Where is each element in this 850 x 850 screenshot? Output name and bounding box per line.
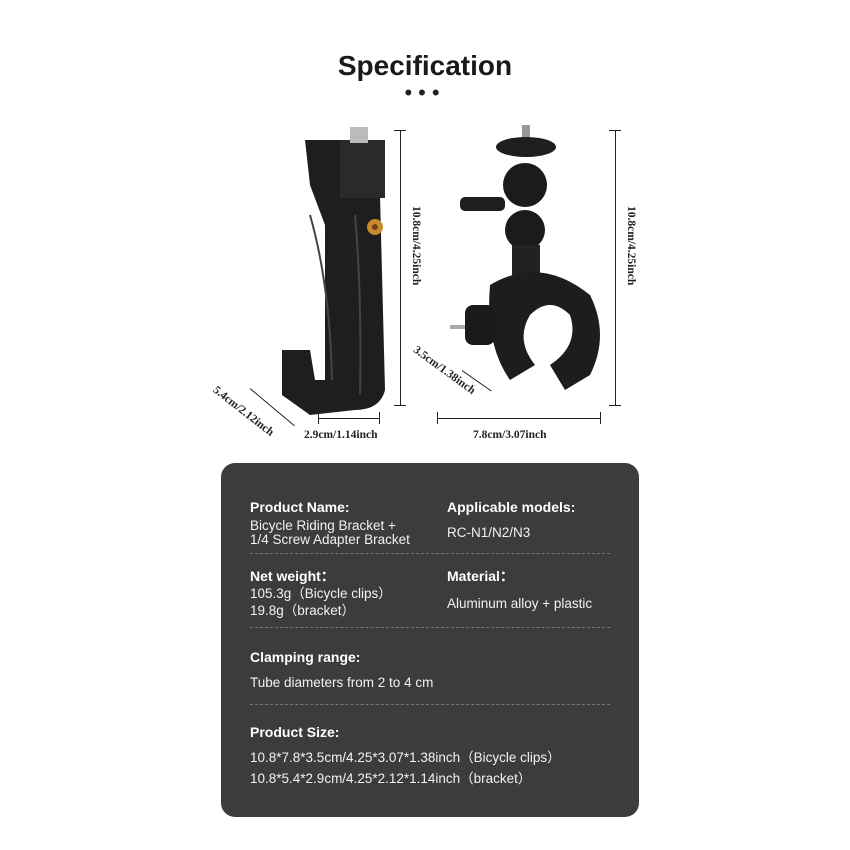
material-label: Material： xyxy=(447,568,514,584)
net-weight-line-2: 19.8g（bracket） xyxy=(250,603,356,618)
divider xyxy=(250,553,610,554)
clamping-range-value: Tube diameters from 2 to 4 cm xyxy=(250,675,434,690)
bracket-height-label: 10.8cm/4.25inch xyxy=(410,206,422,286)
bicycle-clip-image xyxy=(450,125,600,390)
bracket-depth-label: 5.4cm/2.12inch xyxy=(210,384,276,439)
divider xyxy=(250,704,610,705)
product-size-line-1: 10.8*7.8*3.5cm/4.25*3.07*1.38inch（Bicycl… xyxy=(250,750,561,765)
applicable-models-label: Applicable models: xyxy=(447,499,576,515)
product-size-line-2: 10.8*5.4*2.9cm/4.25*2.12*1.14inch（bracke… xyxy=(250,771,532,786)
product-name-line-1: Bicycle Riding Bracket + xyxy=(250,518,396,533)
page-title: Specification xyxy=(337,50,513,81)
product-name-line-2: 1/4 Screw Adapter Bracket xyxy=(250,532,410,547)
applicable-models-value: RC-N1/N2/N3 xyxy=(447,525,531,540)
bracket-image xyxy=(282,127,385,415)
clip-height-label: 10.8cm/4.25inch xyxy=(625,206,637,286)
product-size-label: Product Size: xyxy=(250,724,340,740)
material-value: Aluminum alloy + plastic xyxy=(447,596,593,611)
bracket-width-label: 2.9cm/1.14inch xyxy=(304,429,378,441)
net-weight-label: Net weight： xyxy=(250,568,335,584)
spec-panel: Product Name: Bicycle Riding Bracket + 1… xyxy=(221,463,639,817)
clamping-range-label: Clamping range: xyxy=(250,649,361,665)
product-name-label: Product Name: xyxy=(250,499,350,515)
divider xyxy=(250,627,610,628)
title-dots: ••• xyxy=(404,80,446,105)
net-weight-line-1: 105.3g（Bicycle clips） xyxy=(250,586,392,601)
clip-width-label: 7.8cm/3.07inch xyxy=(473,429,547,441)
